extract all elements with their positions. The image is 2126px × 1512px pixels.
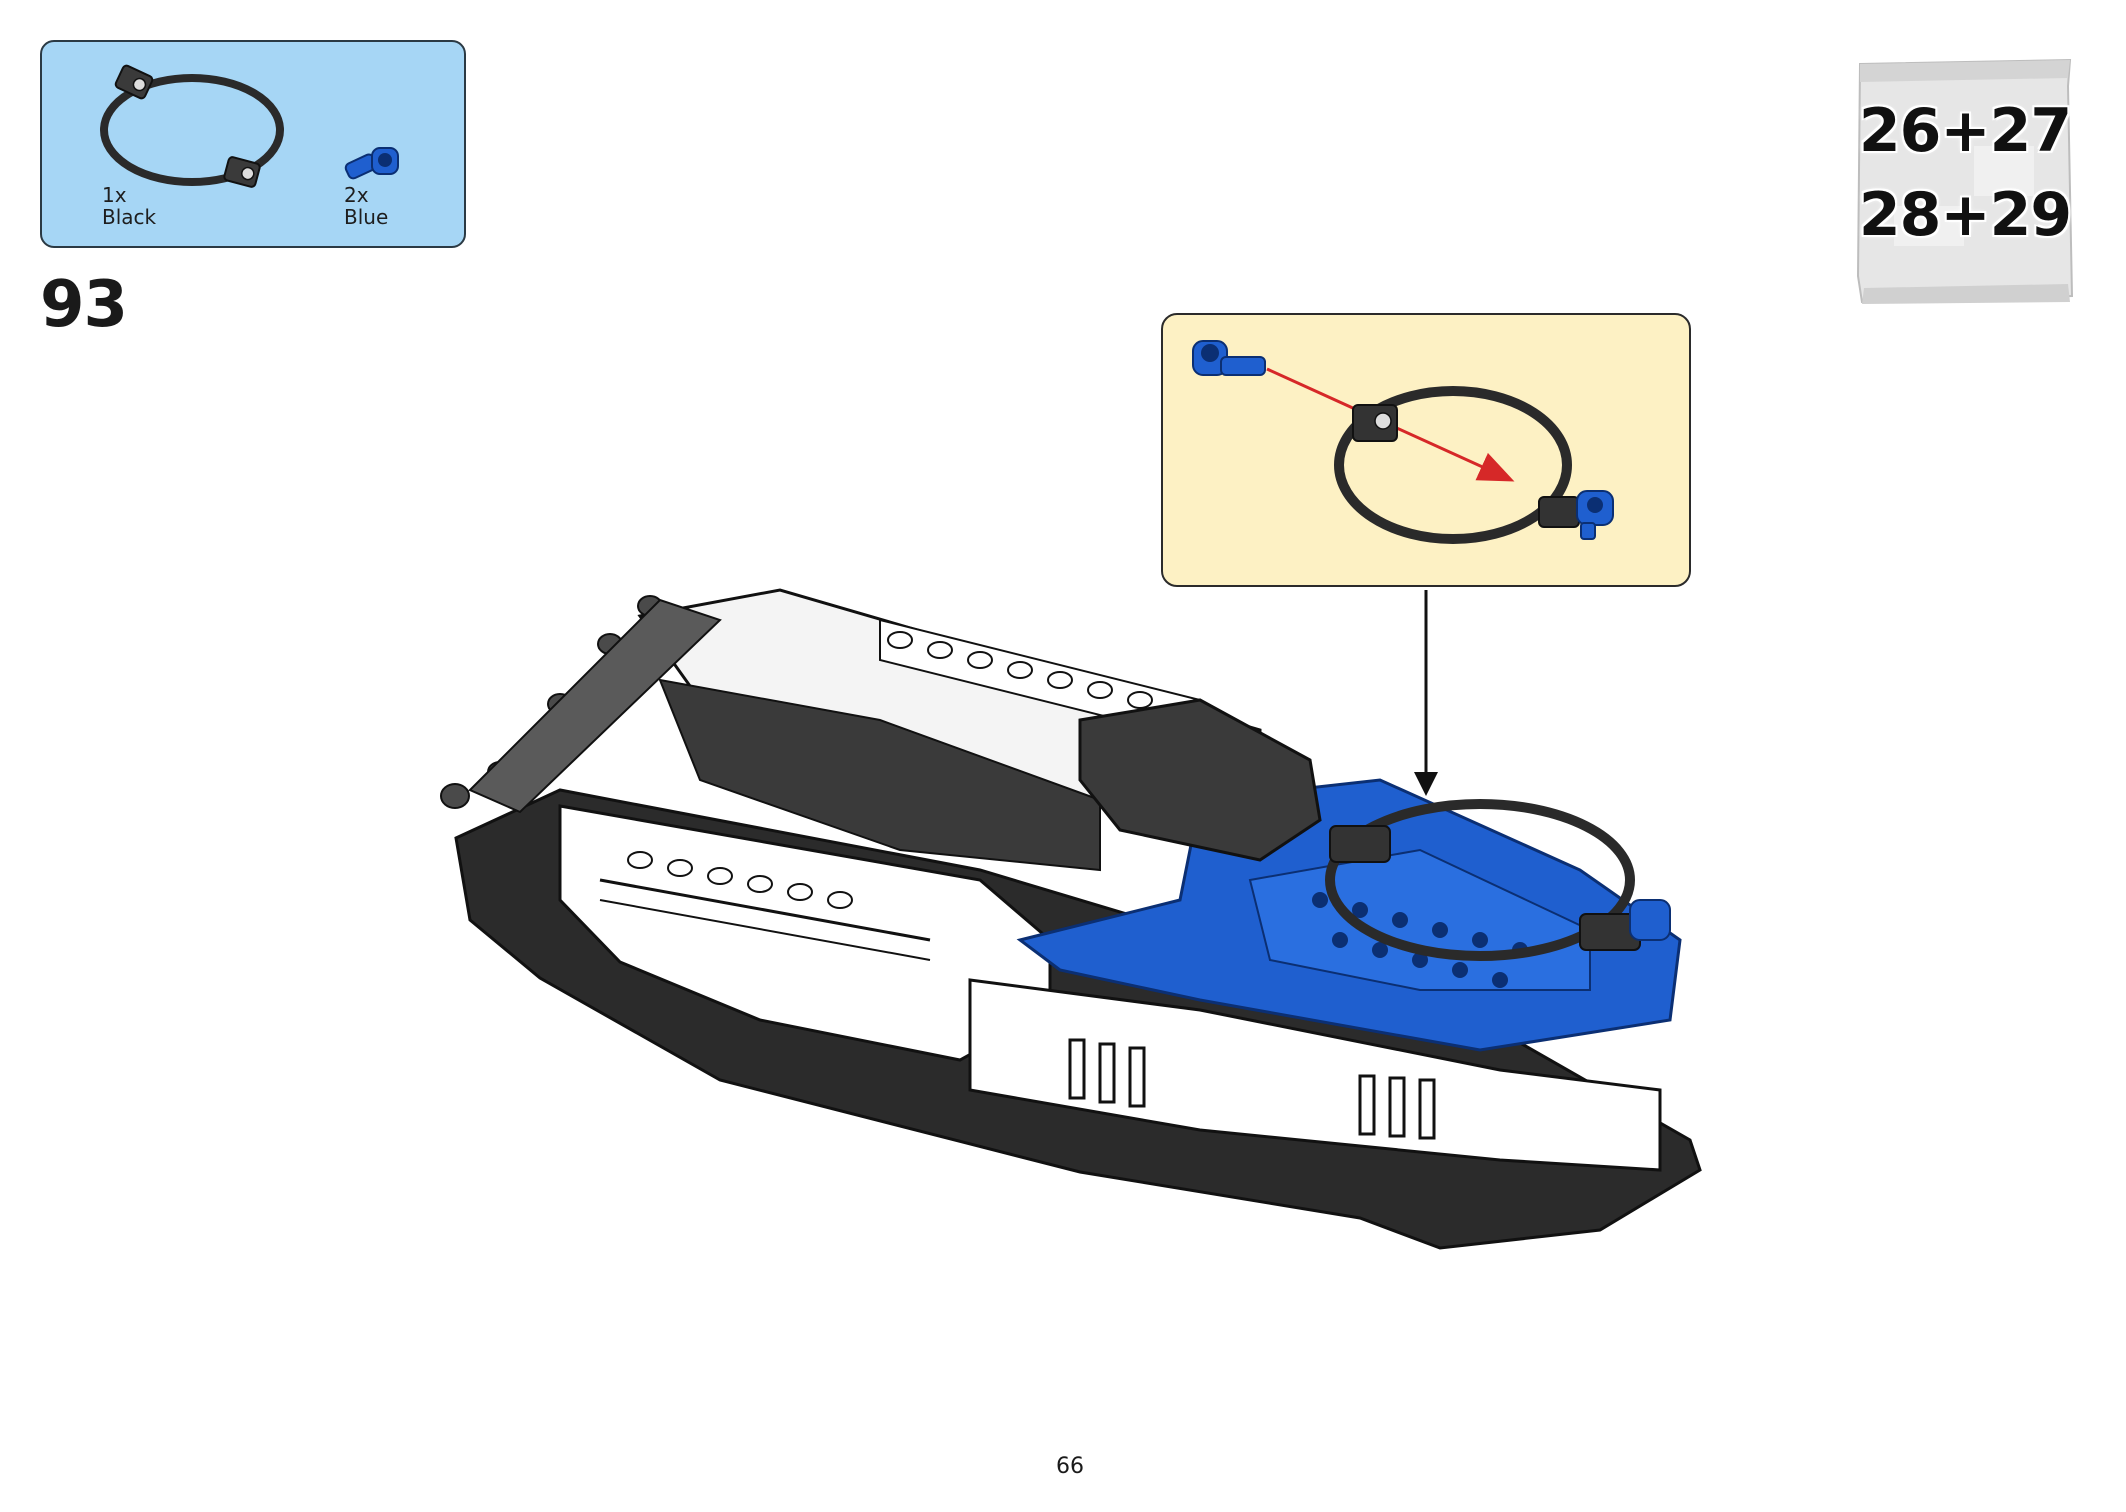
- parts-bag-icon: [1856, 58, 2074, 304]
- axle-pin-icon: [1192, 340, 1266, 376]
- part-rubber-band: [92, 62, 292, 192]
- part-rubber-band-label: 1x Black: [102, 184, 156, 228]
- callout-box: [1161, 313, 1691, 587]
- sub-assembly-illustration: [1192, 340, 1614, 544]
- part-color: Blue: [344, 205, 389, 229]
- part-qty: 2x: [344, 183, 369, 207]
- step-number: 93: [40, 268, 128, 342]
- rubber-band-icon: [100, 64, 284, 188]
- page-number: 66: [1056, 1454, 1084, 1479]
- bag-line-1: 26+27: [1858, 96, 2072, 166]
- bag-line-2: 28+29: [1858, 180, 2072, 250]
- part-color: Black: [102, 205, 157, 229]
- part-axle-pin: [342, 138, 412, 188]
- part-axle-pin-label: 2x Blue: [344, 184, 388, 228]
- part-qty: 1x: [102, 183, 127, 207]
- parts-list-box: 1x Black 2x Blue: [40, 40, 466, 248]
- bag-indicator: 26+27 28+29: [1854, 56, 2076, 308]
- axle-pin-icon: [344, 147, 399, 180]
